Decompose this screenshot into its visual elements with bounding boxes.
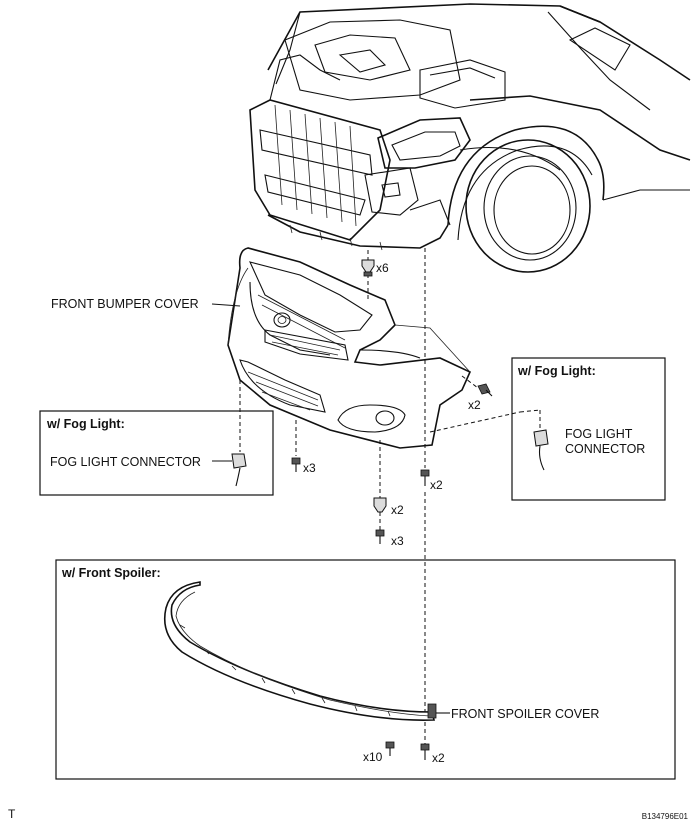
fog-light-connector-right-label-2: CONNECTOR bbox=[565, 442, 645, 456]
clip-middle-quantity: x2 bbox=[391, 503, 404, 517]
front-bumper-cover-label: FRONT BUMPER COVER bbox=[51, 297, 199, 311]
screw-icon bbox=[385, 741, 395, 756]
bumper-leader bbox=[211, 303, 241, 307]
clip-icon bbox=[361, 259, 375, 277]
clip-top-quantity: x6 bbox=[376, 261, 389, 275]
screw-side-quantity: x2 bbox=[468, 398, 481, 412]
screw-left-bottom-quantity: x3 bbox=[303, 461, 316, 475]
screw-right-bottom-quantity: x2 bbox=[430, 478, 443, 492]
bolt-icon bbox=[420, 743, 430, 760]
screw-icon bbox=[375, 529, 385, 544]
screw-icon bbox=[477, 383, 493, 397]
fog-light-connector-left-label: FOG LIGHT CONNECTOR bbox=[50, 455, 201, 469]
front-spoiler-heading: w/ Front Spoiler: bbox=[61, 566, 161, 580]
front-spoiler-cover-part bbox=[163, 581, 437, 721]
screw-icon bbox=[291, 457, 301, 472]
fog-light-left-panel: w/ Fog Light: FOG LIGHT CONNECTOR bbox=[39, 410, 274, 496]
clip-icon bbox=[373, 497, 387, 513]
fog-light-right-heading: w/ Fog Light: bbox=[517, 364, 596, 378]
vehicle-front-body bbox=[249, 3, 691, 273]
fog-light-connector-right-label-1: FOG LIGHT bbox=[565, 427, 633, 441]
assembly-guide-lines bbox=[239, 248, 541, 744]
footer-left-mark: T bbox=[8, 807, 16, 821]
spoiler-bolts-quantity: x2 bbox=[432, 751, 445, 765]
connector-icon bbox=[231, 453, 247, 487]
connector-icon bbox=[533, 429, 549, 471]
screw-icon bbox=[420, 469, 430, 486]
front-spoiler-panel: w/ Front Spoiler: FRONT SPOILER COVER x1… bbox=[55, 559, 676, 780]
fog-light-left-heading: w/ Fog Light: bbox=[46, 417, 125, 431]
figure-code: B134796E01 bbox=[642, 812, 689, 821]
screw-middle-quantity: x3 bbox=[391, 534, 404, 548]
front-bumper-cover-part bbox=[227, 247, 472, 449]
fog-light-right-panel: w/ Fog Light: FOG LIGHT CONNECTOR bbox=[511, 357, 666, 501]
front-spoiler-cover-label: FRONT SPOILER COVER bbox=[451, 707, 599, 721]
spoiler-screws-quantity: x10 bbox=[363, 750, 383, 764]
